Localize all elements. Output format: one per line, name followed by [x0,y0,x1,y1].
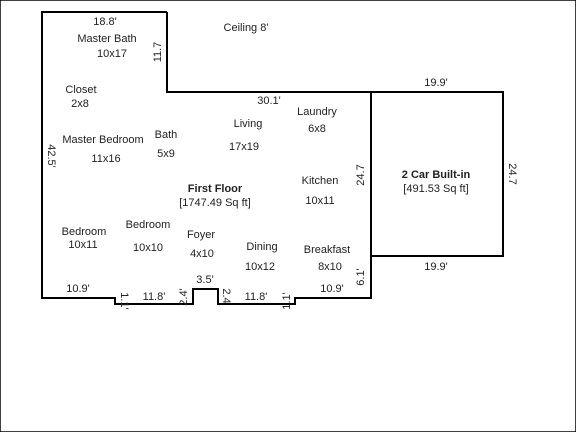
garage-area: [491.53 Sq ft] [403,183,468,195]
room-closet-name: Closet [65,84,96,96]
room-dining-name: Dining [246,241,277,253]
dim-bottom-right-jog: 2.4 [220,288,232,303]
first-floor-title: First Floor [188,183,243,195]
room-bedroom-1-name: Bedroom [62,226,107,238]
room-bedroom-2-name: Bedroom [126,219,171,231]
dim-right-small: 6.1' [355,268,367,285]
room-master-bath-name: Master Bath [77,33,136,45]
room-living-size: 17x19 [229,141,259,153]
room-foyer-name: Foyer [187,229,215,241]
room-kitchen-name: Kitchen [302,175,339,187]
dim-garage-top: 19.9' [424,77,448,89]
dim-kitchen-side: 24.7 [355,164,367,185]
room-closet-size: 2x8 [71,98,89,110]
dim-bottom-left-step: 1.1' [118,292,130,309]
garage-title: 2 Car Built-in [402,169,471,181]
room-kitchen-size: 10x11 [305,195,334,207]
room-living-name: Living [234,118,263,130]
room-bedroom-1-size: 10x11 [68,239,97,251]
room-master-bath-size: 10x17 [97,48,127,60]
garage-outline [371,91,504,257]
room-dining-size: 10x12 [245,261,275,273]
dim-bottom-right: 10.9' [320,283,344,295]
room-laundry-name: Laundry [297,106,337,118]
dim-garage-bottom: 19.9' [424,261,448,273]
dim-notch-vertical: 11.7 [152,42,164,63]
room-breakfast-size: 8x10 [318,261,342,273]
dim-bottom-left-jog: 2.4' [178,288,190,305]
room-bedroom-2-size: 10x10 [133,242,163,254]
ceiling-height: Ceiling 8' [224,22,269,34]
dim-entry-width: 3.5' [196,274,213,286]
room-bath-size: 5x9 [157,148,175,160]
room-foyer-size: 4x10 [190,248,214,260]
room-breakfast-name: Breakfast [304,244,350,256]
room-master-bedroom-name: Master Bedroom [62,134,143,146]
first-floor-area: [1747.49 Sq ft] [179,197,251,209]
dim-left-side: 42.5' [45,144,57,168]
dim-bottom-left: 10.9' [66,283,90,295]
room-master-bedroom-size: 11x16 [91,153,120,165]
room-bath-name: Bath [155,129,178,141]
dim-top-left: 18.8' [93,16,117,28]
dim-bottom-mid-right: 11.8' [245,291,268,303]
dim-upper-right-wall: 30.1' [257,95,281,107]
dim-bottom-right-step: 1.1' [281,292,293,309]
room-laundry-size: 6x8 [308,123,326,135]
house-outline [41,11,372,305]
dim-garage-right: 24.7 [506,163,518,184]
dim-bottom-mid-left: 11.8' [143,291,166,303]
